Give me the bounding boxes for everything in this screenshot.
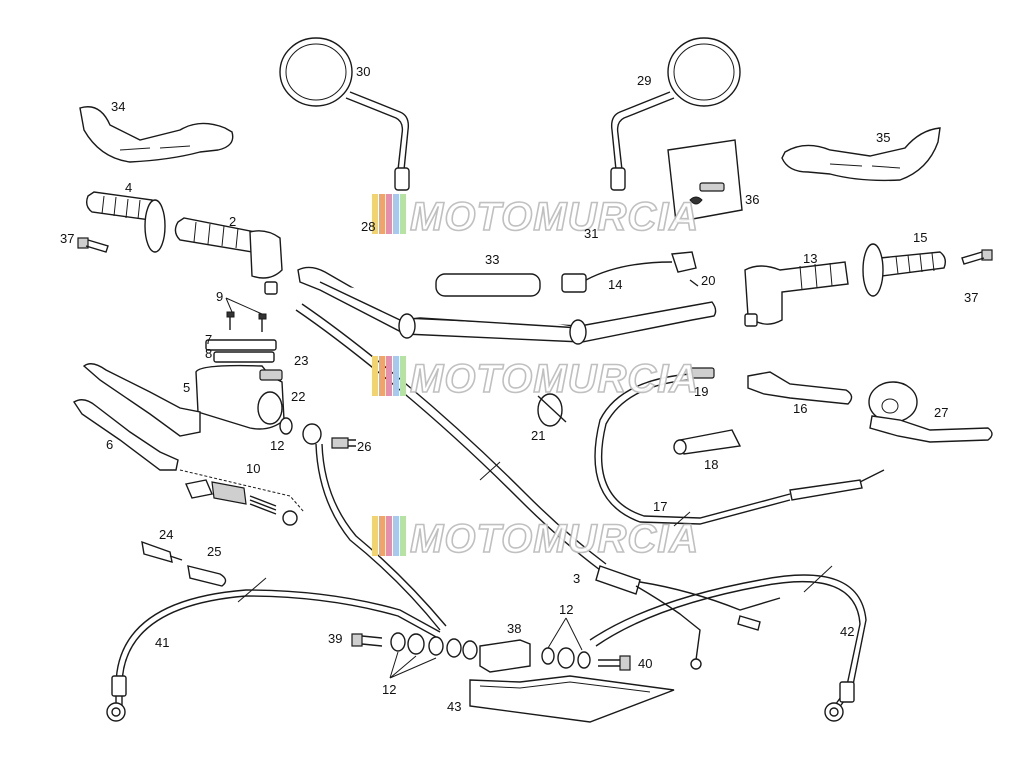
cover-25	[187, 565, 227, 587]
lever-27-assembly	[868, 381, 993, 443]
lever-16	[747, 371, 853, 405]
label-part-38: 38	[507, 621, 521, 636]
label-part-12-right: 12	[559, 602, 573, 617]
label-part-2: 2	[229, 214, 236, 229]
label-part-5: 5	[183, 380, 190, 395]
label-part-6: 6	[106, 437, 113, 452]
label-part-12-top: 12	[270, 438, 284, 453]
watermark-2: MOTOMURCIA	[372, 356, 699, 402]
handlebar-pad	[435, 273, 541, 297]
label-part-12-bottom: 12	[382, 682, 396, 697]
mirror-right	[610, 37, 741, 191]
label-part-4: 4	[125, 180, 132, 195]
hand-guard-right	[781, 127, 941, 182]
label-part-33: 33	[485, 252, 499, 267]
label-part-26: 26	[357, 439, 371, 454]
label-part-9: 9	[216, 289, 223, 304]
mirror-left	[279, 37, 410, 191]
label-part-20: 20	[701, 273, 715, 288]
leader-12-right	[547, 617, 583, 651]
label-part-19: 19	[694, 384, 708, 399]
label-part-7: 7	[205, 332, 212, 347]
label-part-28: 28	[361, 219, 375, 234]
brake-hose-upper	[315, 443, 447, 631]
label-part-22: 22	[291, 389, 305, 404]
label-part-37-right: 37	[964, 290, 978, 305]
banjo-22	[302, 423, 322, 445]
watermark-text: MOTOMURCIA	[410, 517, 699, 561]
label-part-42: 42	[840, 624, 854, 639]
label-part-37-left: 37	[60, 231, 74, 246]
label-part-24: 24	[159, 527, 173, 542]
label-part-13: 13	[803, 251, 817, 266]
kill-switch	[561, 251, 699, 293]
brake-switch-24	[141, 540, 183, 563]
label-part-21: 21	[531, 428, 545, 443]
label-part-43: 43	[447, 699, 461, 714]
label-part-40: 40	[638, 656, 652, 671]
bolt-26	[331, 437, 356, 449]
lever-6	[73, 399, 179, 471]
dust-cover-18	[673, 429, 742, 455]
leader-9	[225, 297, 263, 315]
handlebar	[297, 266, 717, 345]
throttle-grip	[174, 217, 283, 295]
watermark-text: MOTOMURCIA	[410, 195, 699, 239]
label-part-8: 8	[205, 346, 212, 361]
washers-12-right	[541, 647, 591, 669]
leader-12-bottom	[389, 651, 437, 679]
cable-clamp-21	[537, 393, 567, 427]
master-cylinder	[195, 311, 285, 430]
label-part-31: 31	[584, 226, 598, 241]
label-part-17: 17	[653, 499, 667, 514]
switch-housing-right	[744, 261, 849, 327]
label-part-10: 10	[246, 461, 260, 476]
watermark-1: MOTOMURCIA	[372, 194, 699, 240]
bolt-37-right	[961, 249, 993, 265]
label-part-25: 25	[207, 544, 221, 559]
bolt-37-left	[77, 237, 109, 253]
label-part-23: 23	[294, 353, 308, 368]
bolt-39	[351, 633, 383, 647]
watermark-text: MOTOMURCIA	[410, 357, 699, 401]
label-part-30: 30	[356, 64, 370, 79]
master-cylinder-kit	[179, 469, 305, 526]
hand-guard-left	[79, 106, 234, 163]
grip-right	[862, 243, 947, 297]
label-part-18: 18	[704, 457, 718, 472]
label-part-39: 39	[328, 631, 342, 646]
grip-left	[85, 191, 166, 253]
brake-lever-5	[82, 363, 201, 437]
screw-bag	[667, 139, 743, 223]
bracket-43	[469, 675, 675, 723]
label-part-14: 14	[608, 277, 622, 292]
brake-hose-42	[589, 565, 867, 722]
label-part-34: 34	[111, 99, 125, 114]
washers-12-bottom	[390, 632, 478, 660]
label-part-16: 16	[793, 401, 807, 416]
cable-adjuster-19	[689, 367, 715, 379]
label-part-3: 3	[573, 571, 580, 586]
brake-hose-41	[106, 577, 441, 722]
label-part-27: 27	[934, 405, 948, 420]
block-38	[479, 639, 531, 673]
bolt-40	[598, 655, 631, 671]
label-part-41: 41	[155, 635, 169, 650]
washer-12-top	[279, 417, 293, 435]
label-part-29: 29	[637, 73, 651, 88]
label-part-15: 15	[913, 230, 927, 245]
label-part-36: 36	[745, 192, 759, 207]
watermark-3: MOTOMURCIA	[372, 516, 699, 562]
throttle-cable	[295, 303, 781, 670]
label-part-35: 35	[876, 130, 890, 145]
clutch-cable-17	[594, 373, 885, 527]
